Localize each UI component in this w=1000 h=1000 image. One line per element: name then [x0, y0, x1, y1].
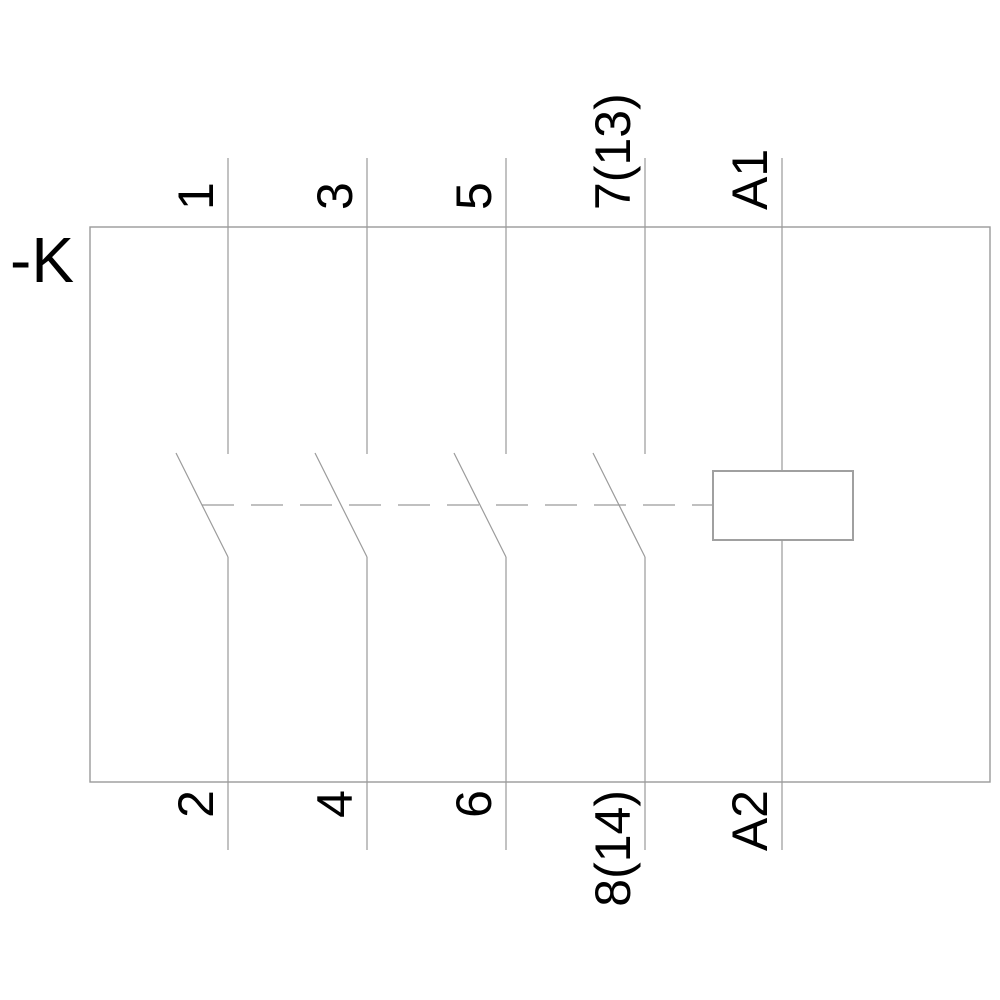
- pole-4-bottom-terminal-label: 8(14): [585, 790, 641, 907]
- pole-2-bottom-terminal-label: 4: [307, 790, 363, 818]
- pole-3-contact-blade: [453, 452, 507, 558]
- coil-top-terminal-label: A1: [722, 149, 778, 210]
- coil-box: [712, 470, 854, 541]
- pole-4-contact-blade: [592, 452, 646, 558]
- pole-2-top-terminal-label: 3: [307, 182, 363, 210]
- pole-4: 7(13) 8(14): [585, 93, 646, 907]
- device-tag-label: -K: [10, 224, 74, 296]
- pole-1: 1 2: [168, 158, 229, 850]
- pole-3-bottom-terminal-label: 6: [446, 790, 502, 818]
- pole-2-contact-blade: [314, 452, 368, 558]
- coil-bottom-terminal-label: A2: [722, 790, 778, 851]
- device-outline-box: [89, 226, 991, 783]
- pole-3-top-terminal-label: 5: [446, 182, 502, 210]
- pole-1-bottom-terminal-label: 2: [168, 790, 224, 818]
- coil-circuit: A1 A2: [712, 149, 854, 851]
- pole-4-top-terminal-label: 7(13): [585, 93, 641, 210]
- pole-2: 3 4: [307, 158, 368, 850]
- pole-1-contact-blade: [175, 452, 229, 558]
- pole-3: 5 6: [446, 158, 507, 850]
- pole-1-top-terminal-label: 1: [168, 182, 224, 210]
